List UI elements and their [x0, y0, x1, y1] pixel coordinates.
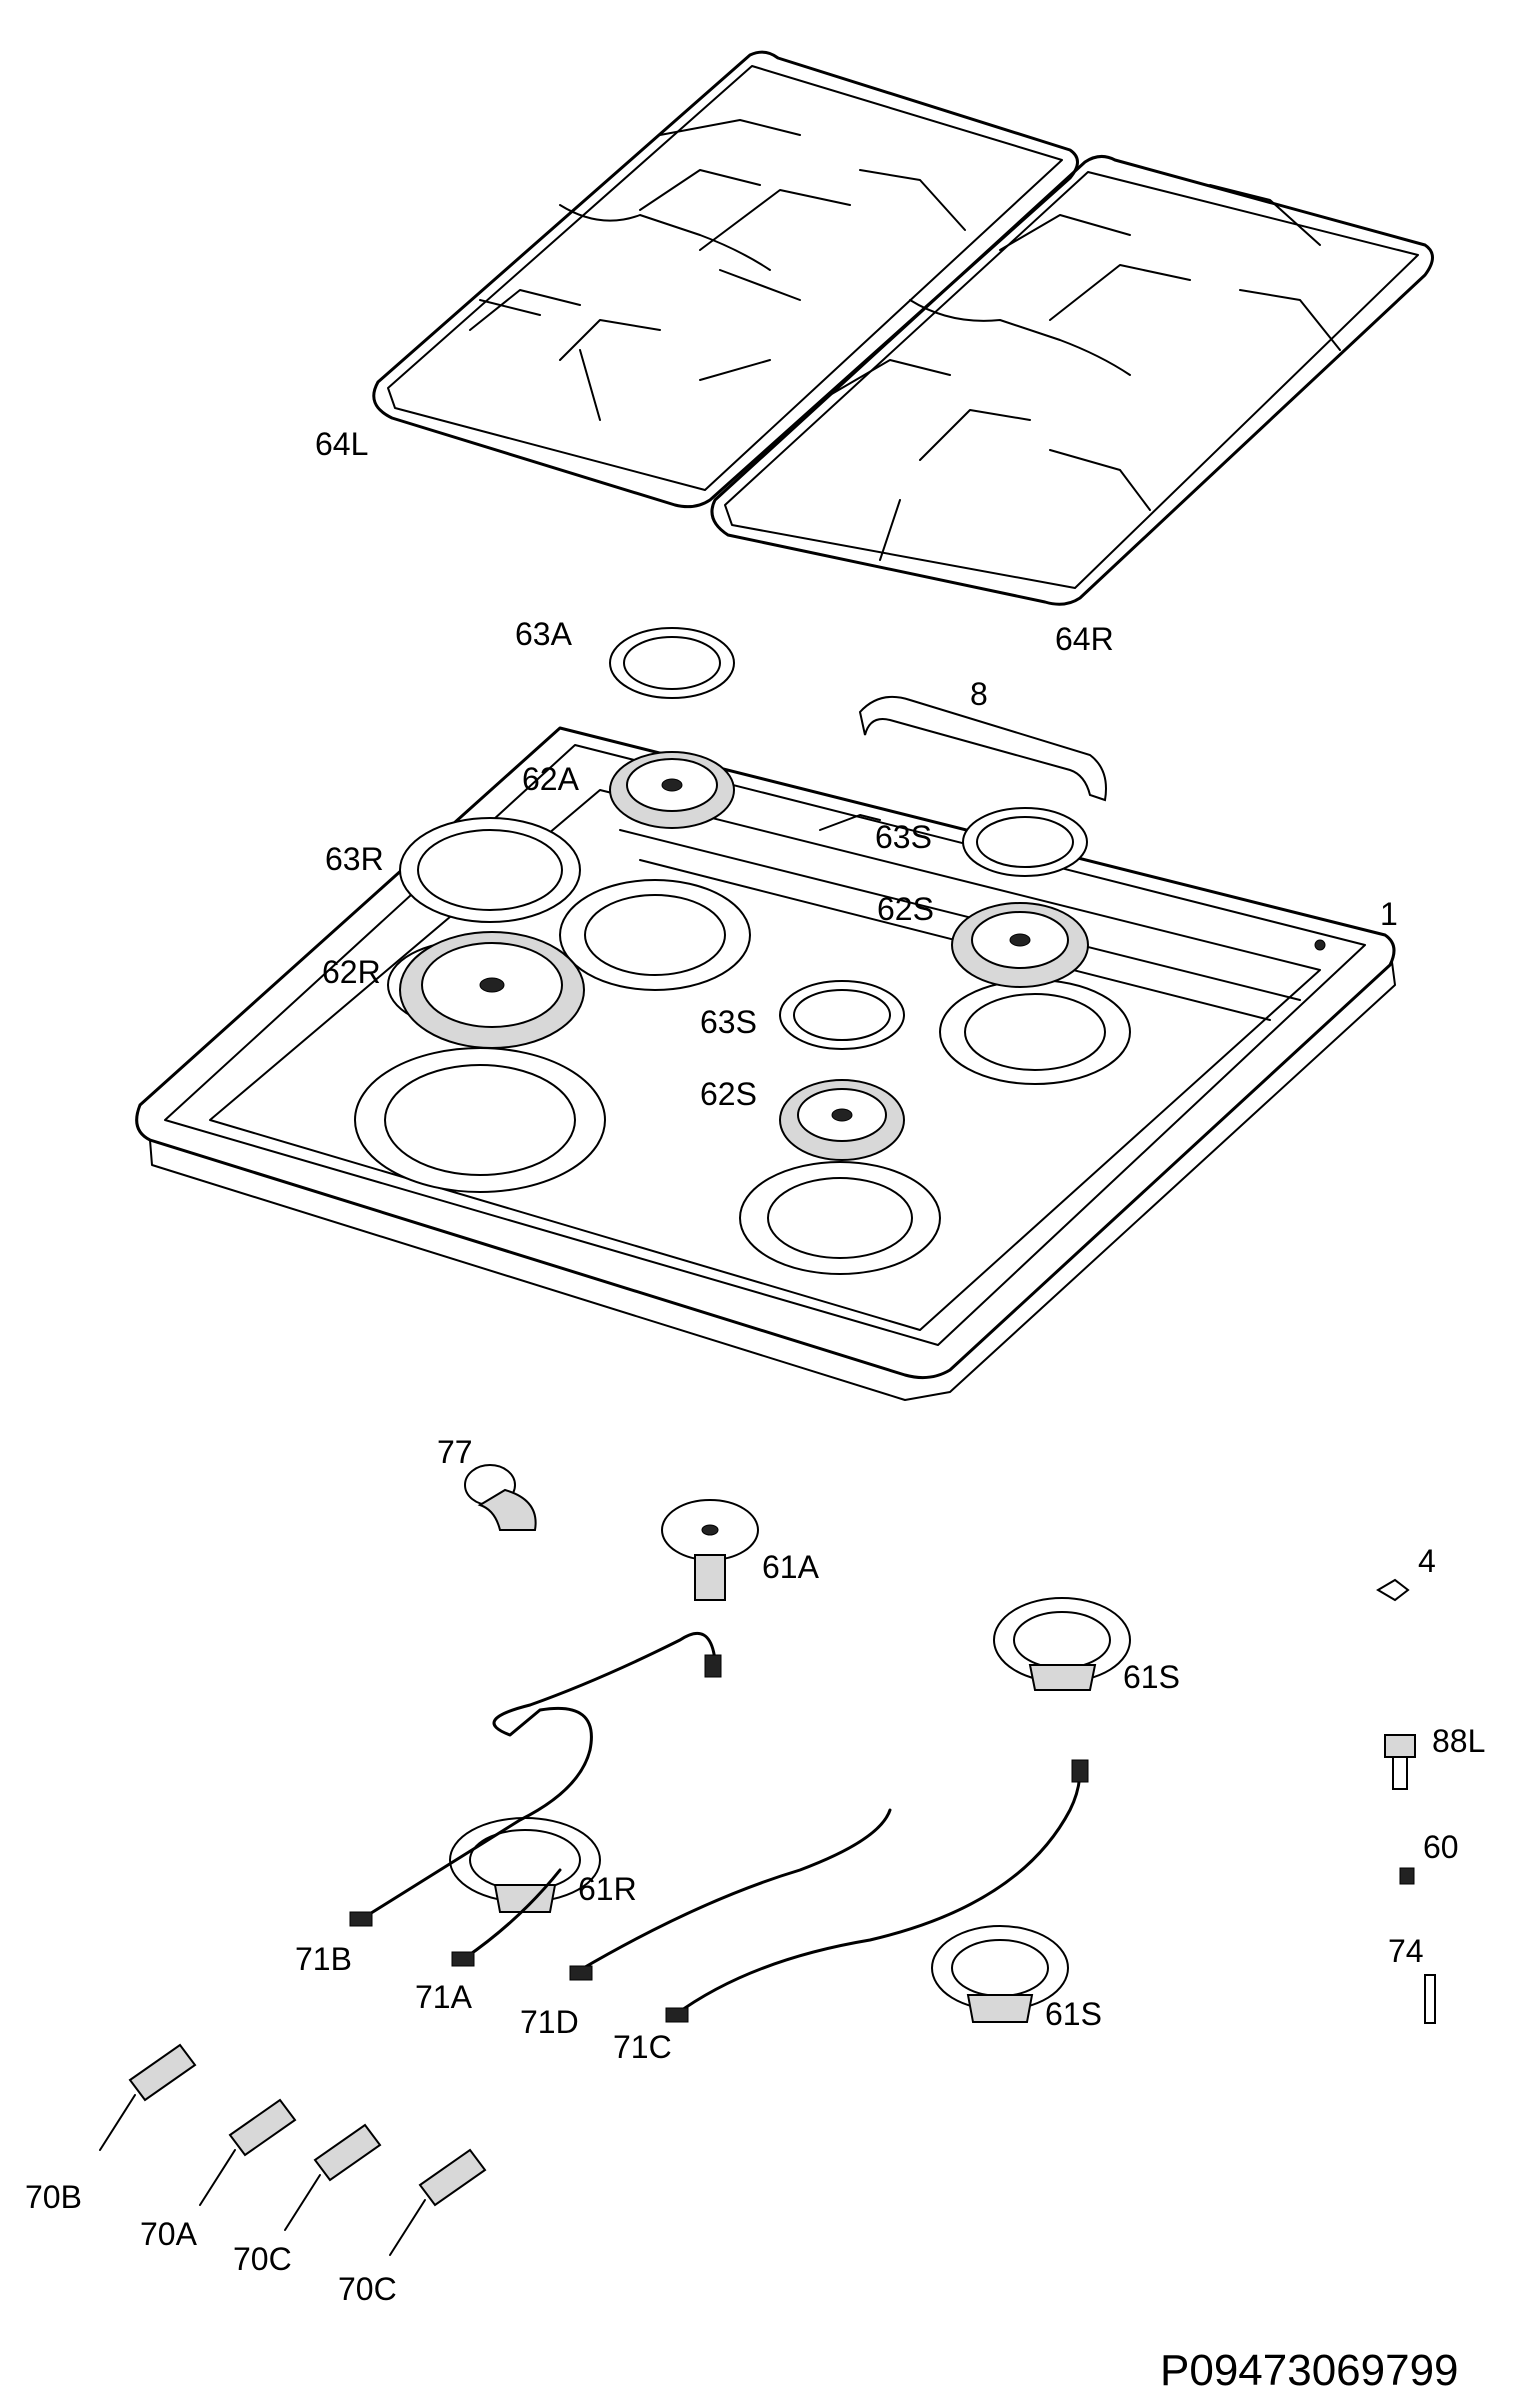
label-8: 8	[970, 676, 988, 712]
label-61r: 61R	[578, 1871, 637, 1907]
crown-semi-mid-drawing	[779, 1079, 905, 1161]
cap-semi-mid-drawing	[779, 980, 905, 1050]
nut-60-drawing	[1399, 1867, 1415, 1885]
label-63s-mid: 63S	[700, 1004, 757, 1040]
grate-left-drawing	[372, 50, 1079, 509]
gas-pipes-drawing	[349, 1631, 1089, 2023]
document-id: P09473069799	[1160, 2346, 1459, 2395]
label-64l: 64L	[315, 426, 368, 462]
label-61a: 61A	[762, 1549, 820, 1585]
cap-rapid-drawing	[399, 817, 581, 923]
label-70b: 70B	[25, 2179, 82, 2215]
burner-base-semi-bottom-drawing	[931, 1925, 1069, 2023]
crown-rapid-drawing	[399, 931, 585, 1049]
crown-semi-top-drawing	[951, 902, 1089, 988]
label-62a: 62A	[522, 761, 580, 797]
grate-right-drawing	[710, 155, 1434, 606]
burner-base-semi-top-drawing	[993, 1597, 1131, 1691]
clip-4-drawing	[1376, 1578, 1410, 1602]
label-71c: 71C	[613, 2029, 672, 2065]
burner-base-aux-drawing	[661, 1499, 759, 1601]
label-61s-top: 61S	[1123, 1659, 1180, 1695]
hob-top-drawing	[135, 726, 1396, 1401]
label-70c-2: 70C	[338, 2271, 397, 2307]
label-4: 4	[1418, 1543, 1436, 1579]
label-63a: 63A	[515, 616, 573, 652]
elbow-drawing	[464, 1464, 537, 1531]
label-88l: 88L	[1432, 1723, 1485, 1759]
label-61s-bottom: 61S	[1045, 1996, 1102, 2032]
label-1: 1	[1380, 896, 1398, 932]
label-63r: 63R	[325, 841, 384, 877]
label-62s-top: 62S	[877, 891, 934, 927]
fitting-88l-drawing	[1384, 1734, 1416, 1790]
label-60: 60	[1423, 1829, 1459, 1865]
gas-taps-drawing	[99, 2043, 487, 2256]
cap-aux-drawing	[609, 627, 735, 699]
thermocouple-74-drawing	[1424, 1974, 1436, 2024]
label-64r: 64R	[1055, 621, 1114, 657]
label-77: 77	[437, 1434, 473, 1470]
label-71d: 71D	[520, 2004, 579, 2040]
label-71b: 71B	[295, 1941, 352, 1977]
label-62s-mid: 62S	[700, 1076, 757, 1112]
label-62r: 62R	[322, 954, 381, 990]
label-74: 74	[1388, 1933, 1424, 1969]
clip-8-drawing	[858, 696, 1107, 802]
label-70c-1: 70C	[233, 2241, 292, 2277]
label-71a: 71A	[415, 1979, 473, 2015]
label-63s-top: 63S	[875, 819, 932, 855]
cap-semi-top-drawing	[962, 807, 1088, 877]
crown-aux-drawing	[609, 751, 735, 829]
label-70a: 70A	[140, 2216, 198, 2252]
